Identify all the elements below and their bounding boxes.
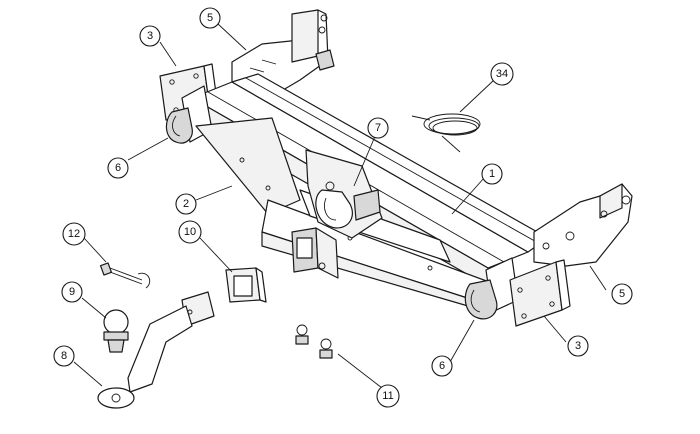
callout-tow-ball: 9 [61, 281, 83, 303]
svg-text:12: 12 [68, 228, 80, 240]
svg-text:6: 6 [439, 360, 445, 372]
svg-text:7: 7 [375, 122, 381, 134]
callout-frame-bracket-right: 5 [611, 283, 633, 305]
svg-text:1: 1 [489, 168, 495, 180]
right-frame-bracket [533, 183, 633, 267]
leader-lines [73, 23, 607, 389]
callout-loop-right: 6 [431, 355, 453, 377]
callout-mount-plate-left: 3 [139, 25, 161, 47]
shackle-bracket [305, 149, 383, 239]
hitch-pin [99, 262, 151, 289]
receiver-tube [291, 227, 339, 279]
svg-text:9: 9 [69, 286, 75, 298]
callout-receiver-cover: 10 [178, 220, 202, 244]
svg-text:8: 8 [61, 350, 67, 362]
callout-frame-bracket-left: 5 [199, 7, 221, 29]
wiring-harness [411, 113, 481, 153]
callout-hitch-body: 1 [481, 163, 503, 185]
callout-wiring-harness: 34 [490, 62, 514, 86]
ball-mount [97, 291, 215, 409]
svg-text:34: 34 [496, 68, 508, 80]
right-mount-plate [509, 259, 571, 327]
receiver-cover [225, 267, 267, 303]
svg-text:5: 5 [619, 288, 625, 300]
callout-ball-mount: 8 [53, 345, 75, 367]
svg-text:6: 6 [115, 162, 121, 174]
svg-text:10: 10 [184, 226, 196, 238]
callout-loop-left: 6 [107, 157, 129, 179]
tow-ball [103, 309, 129, 353]
bow-shackles [295, 324, 333, 359]
callout-shackle-bracket: 7 [367, 117, 389, 139]
svg-text:3: 3 [575, 340, 581, 352]
callout-hitch-pin: 12 [62, 222, 86, 246]
svg-text:3: 3 [147, 30, 153, 42]
callout-mount-plate-right: 3 [567, 335, 589, 357]
svg-text:2: 2 [183, 198, 189, 210]
svg-text:5: 5 [207, 12, 213, 24]
svg-text:11: 11 [382, 390, 393, 402]
callout-bow-shackles: 11 [376, 384, 400, 408]
callout-side-brace: 2 [175, 193, 197, 215]
